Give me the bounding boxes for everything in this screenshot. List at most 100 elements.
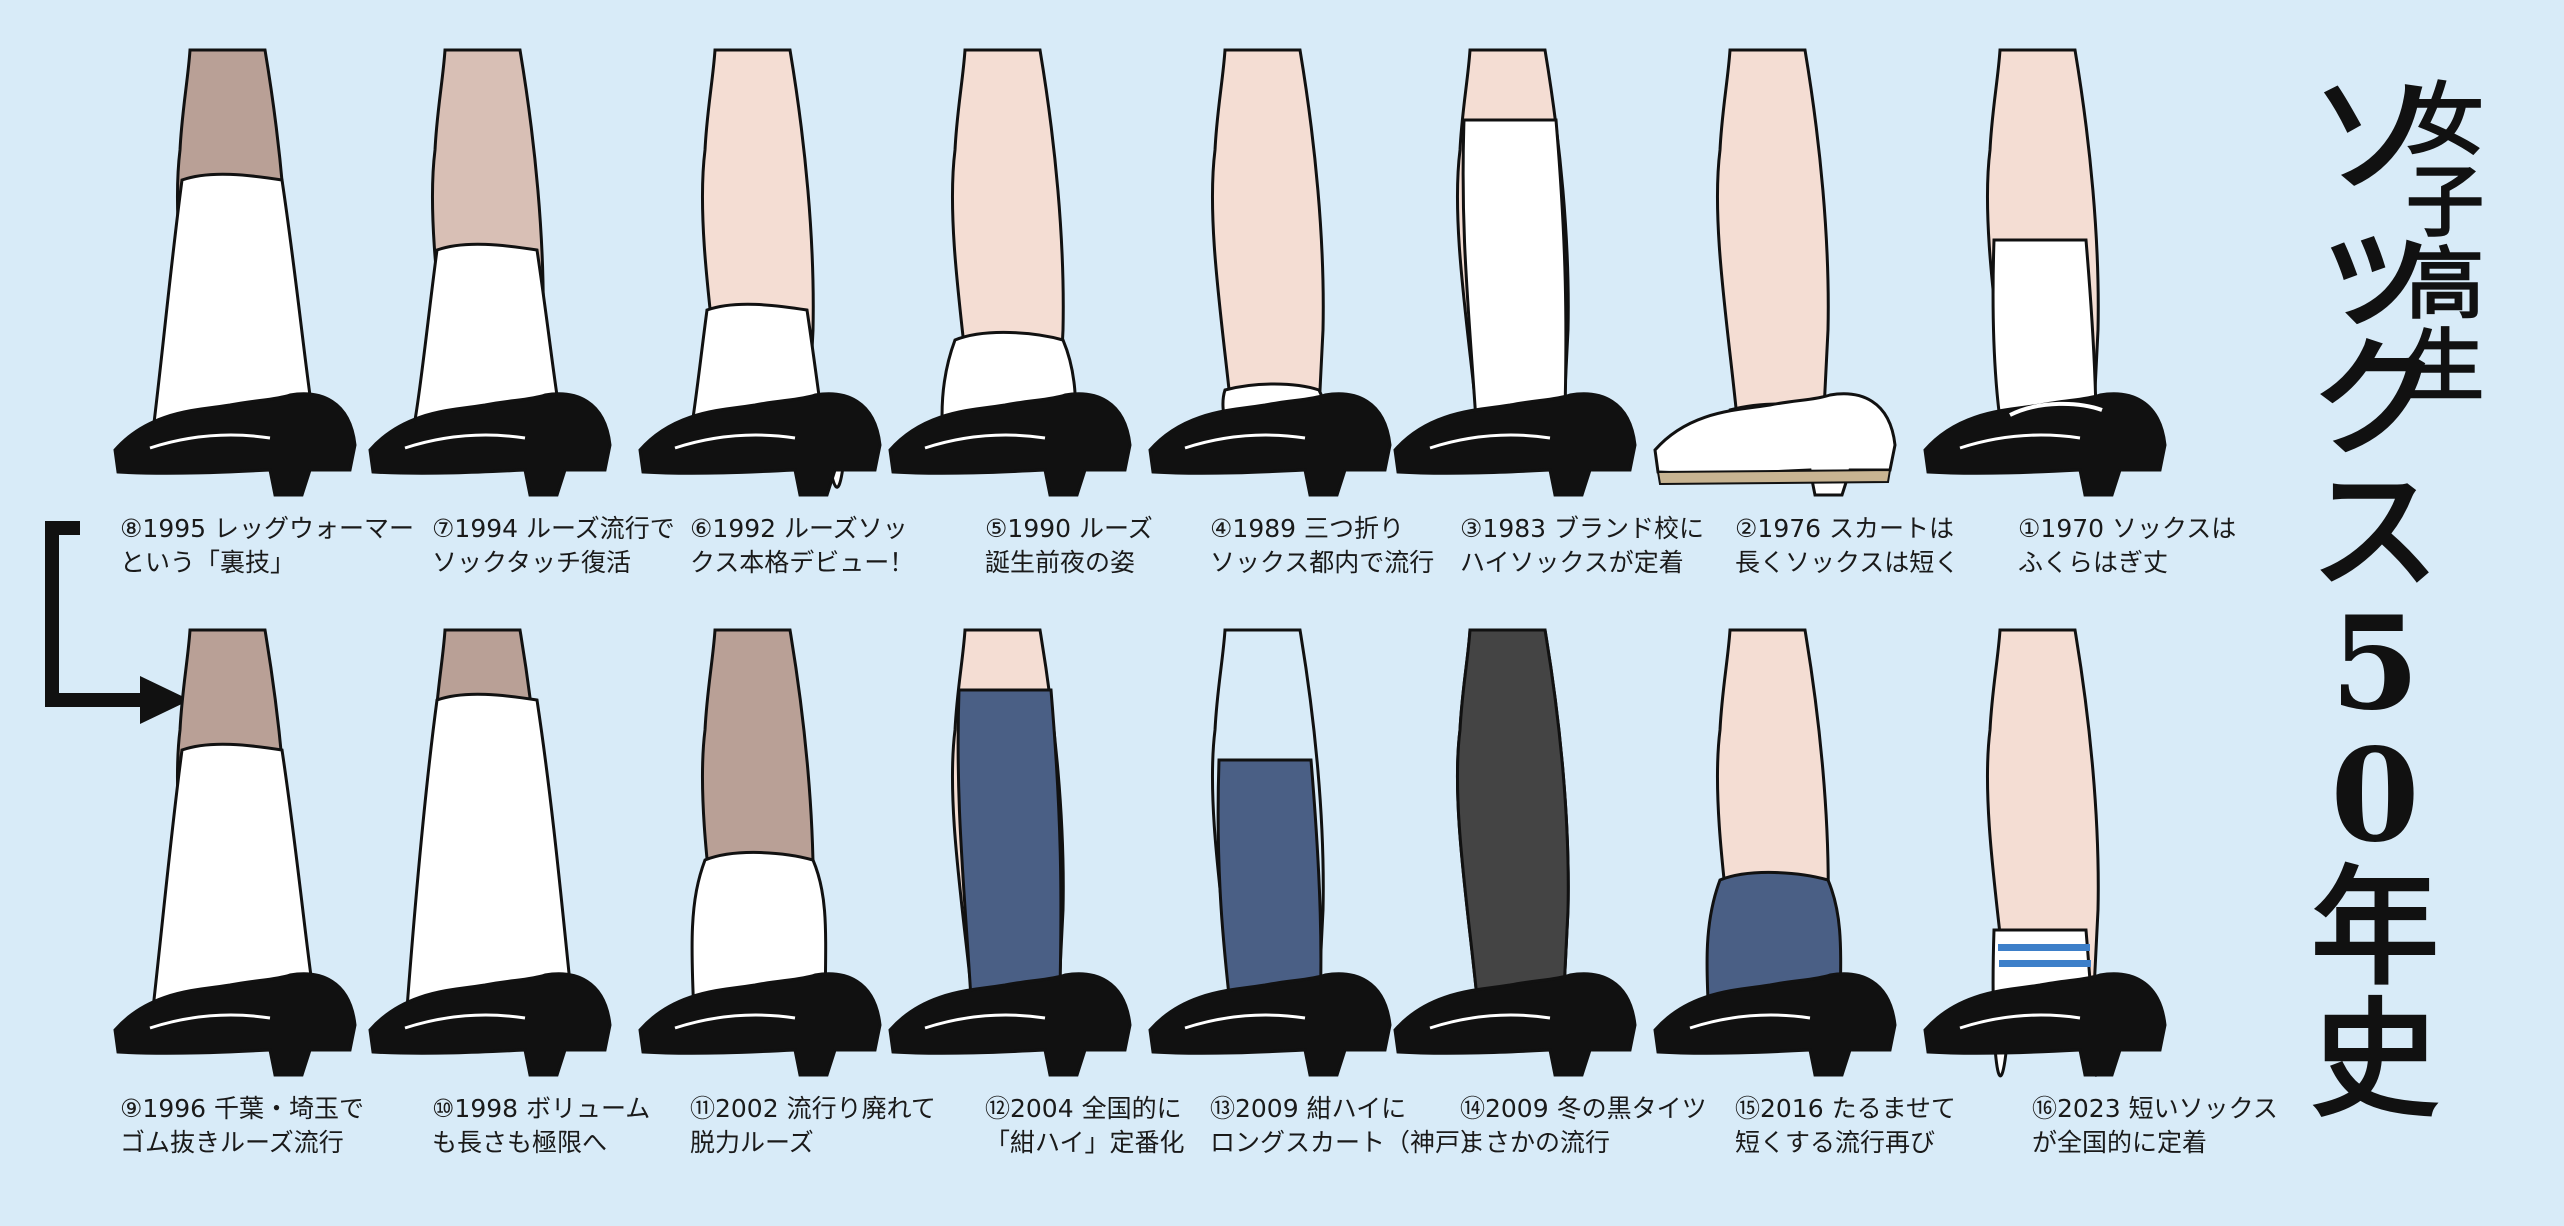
caption-line-2: が全国的に定着 [2032,1128,2208,1157]
shoe-strap [2009,401,2103,417]
sock-figure-05 [888,48,1132,497]
shoe-highlight [1689,433,1811,450]
loafer-shoe [638,392,882,497]
loafer-shoe [888,392,1132,497]
caption-line-2: ゴム抜きルーズ流行 [120,1128,344,1157]
caption-line-2: クス本格デビュー！ [690,548,915,577]
shoe-highlight [1959,1013,2081,1030]
caption-02: ②1976 スカートは長くソックスは短く [1735,512,1959,580]
shoe-highlight [1184,433,1306,450]
shoe-highlight [924,433,1046,450]
caption-01: ①1970 ソックスはふくらはぎ丈 [2018,512,2236,580]
caption-line-1: ⑬2009 紺ハイに [1210,1094,1407,1123]
title-subheading-char: 高 [2405,239,2484,330]
shoe-highlight [924,1013,1046,1030]
sock-figure-01 [1923,48,2167,497]
sock-figure-08 [113,48,357,497]
caption-line-1: ⑦1994 ルーズ流行で [432,514,675,543]
caption-line-1: ⑯2023 短いソックス [2032,1094,2278,1123]
caption-line-2: 脱力ルーズ [690,1128,814,1157]
title-heading-char: 年 [2310,853,2439,1003]
caption-line-1: ⑨1996 千葉・埼玉で [120,1094,364,1123]
loafer-shoe [1148,392,1392,497]
title-heading-char: ス [2310,457,2439,607]
sock-stripe [1998,944,2090,951]
caption-line-1: ⑩1998 ボリューム [432,1094,651,1123]
sock-figure-13 [1148,628,1392,1077]
row-arrow-head [140,676,190,724]
caption-line-2: という「裏技」 [120,548,296,577]
sock-figure-10 [368,628,612,1077]
loafer-shoe [1653,972,1897,1077]
sock-figure-11 [638,628,882,1077]
caption-09: ⑨1996 千葉・埼玉でゴム抜きルーズ流行 [120,1092,364,1160]
caption-line-1: ⑫2004 全国的に [985,1094,1182,1123]
sock-stripe [1999,960,2091,967]
sock-figure-03 [1393,48,1637,497]
shoe-highlight [404,1013,526,1030]
sock-figure-14 [1393,628,1637,1077]
caption-line-2: ソックタッチ復活 [432,548,632,577]
title-subheading: 女子高生 [2390,80,2500,408]
loafer-shoe [888,972,1132,1077]
shoe-highlight [1429,433,1551,450]
loafer-shoe [1393,392,1637,497]
loafer-shoe [113,392,357,497]
sock [1455,628,1570,1032]
shoe-highlight [674,1013,796,1030]
loafer-shoe [368,392,612,497]
sock-figure-06 [638,48,882,497]
sock [403,692,577,1037]
caption-10: ⑩1998 ボリュームも長さも極限へ [432,1092,650,1160]
caption-line-2: ハイソックスが定着 [1460,548,1684,577]
caption-13: ⑬2009 紺ハイにロングスカート（神戸） [1210,1092,1485,1160]
caption-line-2: 長くソックスは短く [1735,548,1960,577]
title-subheading-char: 女 [2405,75,2484,166]
title-heading-char: ッ [2310,193,2439,343]
sock-figure-09 [113,628,357,1077]
caption-line-1: ⑧1995 レッグウォーマー [120,514,414,543]
caption-line-1: ①1970 ソックスは [2018,514,2237,543]
title-heading-char: 5 [2330,589,2420,739]
title-heading-char: 0 [2330,721,2420,871]
title-subheading-char: 生 [2405,321,2484,412]
caption-03: ③1983 ブランド校にハイソックスが定着 [1460,512,1704,580]
caption-15: ⑮2016 たるませて短くする流行再び [1735,1092,1956,1160]
shoe-highlight [1429,1013,1551,1030]
loafer-shoe [1148,972,1392,1077]
loafer-shoe [113,972,357,1077]
sock-figures [113,48,2167,1078]
sock-figure-12 [888,628,1132,1077]
caption-line-2: 誕生前夜の姿 [985,548,1136,577]
caption-line-1: ③1983 ブランド校に [1460,514,1704,543]
caption-07: ⑦1994 ルーズ流行でソックタッチ復活 [432,512,675,580]
sock-figure-16 [1923,628,2167,1078]
caption-line-1: ⑪2002 流行り廃れて [690,1094,936,1123]
caption-12: ⑫2004 全国的に「紺ハイ」定番化 [985,1092,1185,1160]
title-heading-char: ソ [2310,61,2439,211]
loafer-shoe [638,972,882,1077]
sock-figure-02 [1653,48,1897,497]
caption-line-1: ⑥1992 ルーズソッ [690,514,908,543]
shoe-highlight [1959,433,2081,450]
moccasin-sole [1656,468,1892,486]
caption-line-1: ②1976 スカートは [1735,514,1954,543]
caption-line-2: ロングスカート（神戸） [1210,1128,1486,1157]
caption-11: ⑪2002 流行り廃れて脱力ルーズ [690,1092,936,1160]
caption-04: ④1989 三つ折りソックス都内で流行 [1210,512,1434,580]
shoe-highlight [1184,1013,1306,1030]
sock-figure-07 [368,48,612,497]
caption-line-2: 「紺ハイ」定番化 [985,1128,1185,1157]
shoe-highlight [149,1013,271,1030]
sock-figure-04 [1148,48,1392,497]
shoe-highlight [404,433,526,450]
caption-14: ⑭2009 冬の黒タイツまさかの流行 [1460,1092,1707,1160]
caption-line-2: も長さも極限へ [432,1128,608,1157]
leg [1715,48,1830,452]
loafer-shoe [1393,972,1637,1077]
title-subheading-char: 子 [2405,157,2484,248]
caption-08: ⑧1995 レッグウォーマーという「裏技」 [120,512,414,580]
title-heading-char: 史 [2310,985,2439,1135]
